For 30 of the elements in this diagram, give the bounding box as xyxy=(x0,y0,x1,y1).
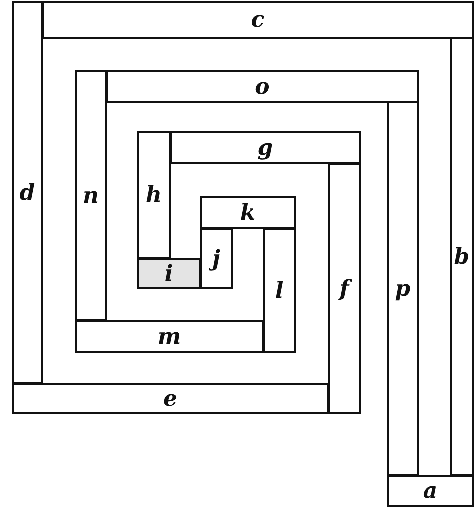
spiral-strip xyxy=(137,258,201,289)
spiral-strip xyxy=(106,70,419,103)
spiral-strip xyxy=(263,228,296,353)
spiral-strip xyxy=(200,228,233,289)
spiral-strip xyxy=(137,131,171,259)
strip-letter: d xyxy=(20,182,36,204)
strip-letter: l xyxy=(275,280,284,302)
spiral-strip xyxy=(387,101,419,476)
strip-letter: k xyxy=(240,202,256,224)
spiral-strip xyxy=(200,196,296,229)
spiral-strip xyxy=(387,475,474,507)
strip-letter: a xyxy=(423,480,438,502)
spiral-strip xyxy=(75,320,264,353)
strip-letter: m xyxy=(158,326,182,348)
strip-letter: n xyxy=(83,184,99,206)
spiral-strip xyxy=(12,1,43,384)
strip-letter: e xyxy=(164,388,178,410)
strip-letter: c xyxy=(251,9,265,31)
spiral-strip xyxy=(450,37,474,476)
strip-letter: p xyxy=(395,278,411,300)
strip-letter: o xyxy=(255,76,270,98)
strip-letter: i xyxy=(164,262,174,284)
spiral-strip xyxy=(170,131,361,164)
spiral-strip xyxy=(42,1,474,39)
strip-letter: h xyxy=(146,184,162,206)
spiral-strip xyxy=(328,163,361,414)
spiral-strip xyxy=(12,383,329,414)
spiral-strip xyxy=(75,70,107,321)
strip-letter: b xyxy=(454,246,470,268)
strip-letter: g xyxy=(258,136,274,158)
